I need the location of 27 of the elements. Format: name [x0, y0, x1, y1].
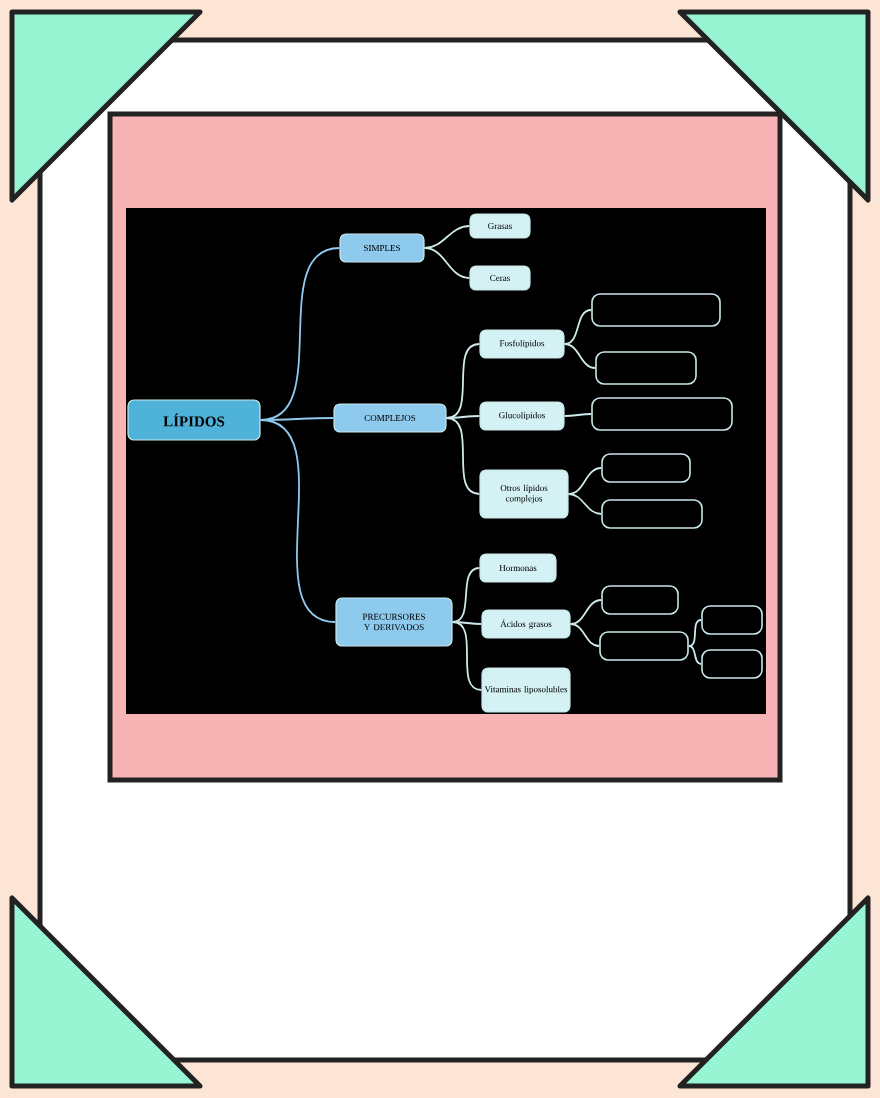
empty-box — [601, 453, 691, 483]
connector-line — [687, 619, 703, 647]
connector-line — [563, 413, 593, 417]
connector-line — [569, 599, 603, 625]
connector-line — [445, 417, 481, 495]
connector-line — [451, 621, 483, 691]
connector-line — [567, 467, 603, 495]
empty-box — [591, 397, 733, 431]
connector-line — [423, 247, 471, 279]
connector-line — [567, 493, 603, 515]
empty-box — [591, 293, 721, 327]
empty-box — [595, 351, 697, 385]
connector-line — [445, 415, 481, 419]
connector-line — [687, 645, 703, 665]
empty-box — [601, 585, 679, 615]
connector-line — [259, 419, 337, 623]
connector-line — [569, 623, 601, 647]
connector-line — [451, 621, 483, 625]
connector-line — [563, 309, 593, 345]
connector-line — [423, 225, 471, 249]
empty-box — [599, 631, 689, 661]
empty-box — [601, 499, 703, 529]
empty-box — [701, 649, 763, 679]
connector-line — [451, 567, 481, 623]
connector-line — [563, 343, 597, 369]
empty-box — [701, 605, 763, 635]
connector-line — [445, 343, 481, 419]
